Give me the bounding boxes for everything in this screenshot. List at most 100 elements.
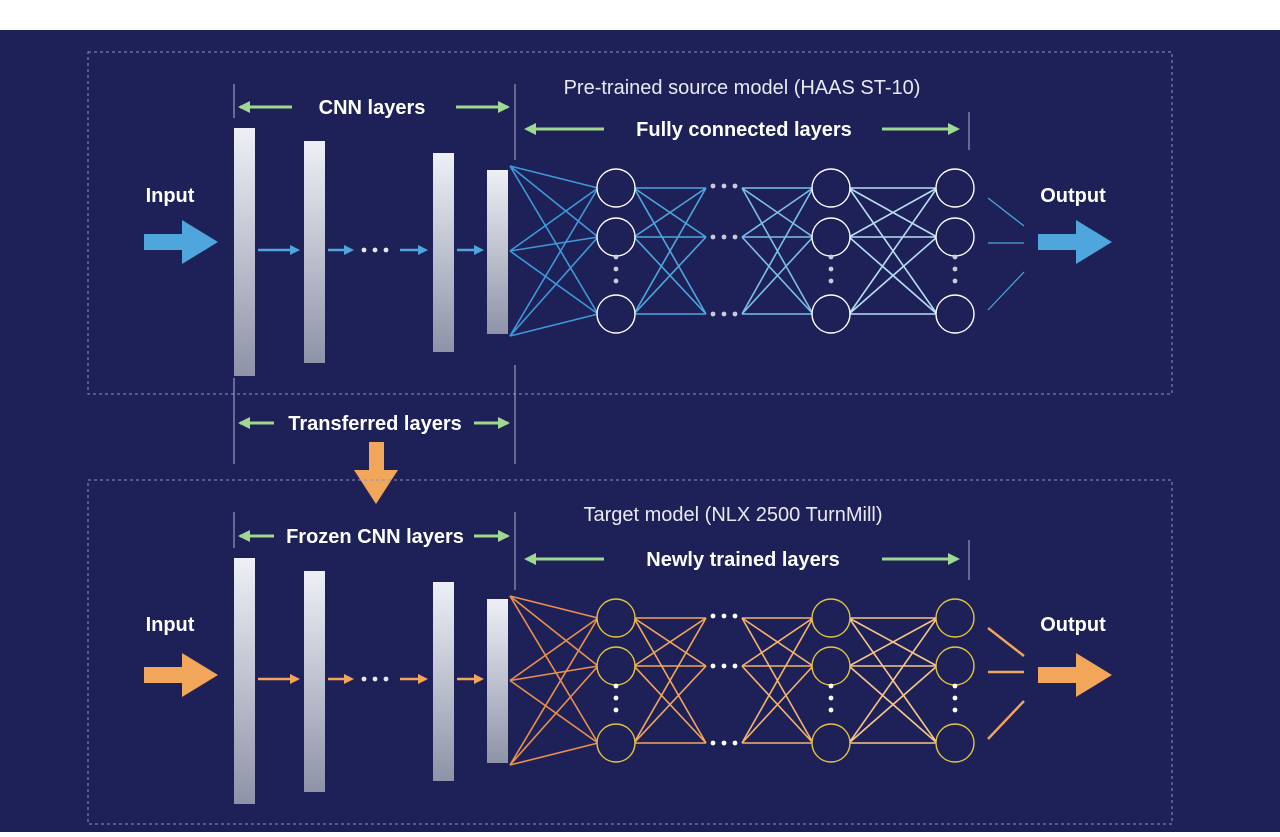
fc-connection <box>509 742 599 766</box>
fc-ellipsis-dot <box>721 613 727 619</box>
frozen-span-right-arrow <box>474 530 510 542</box>
fc-vertical-ellipsis-dot <box>952 707 958 713</box>
source-cnn-layer-2 <box>304 141 325 363</box>
fc-connection <box>741 236 814 315</box>
fc-node <box>596 217 636 257</box>
fc-connection <box>741 617 814 667</box>
fc-connection <box>509 250 599 315</box>
source-cnn-ellipsis <box>361 247 389 253</box>
target-cnn-layer-2 <box>304 571 325 792</box>
source-model-panel: Pre-trained source model (HAAS ST-10) CN… <box>87 51 1173 395</box>
fc-connection <box>633 187 707 238</box>
fc-ellipsis-dot <box>710 234 716 240</box>
fc-node <box>596 598 636 638</box>
fc-connection <box>633 617 707 667</box>
fc-vertical-ellipsis-dot <box>828 695 834 701</box>
transfer-section: Transferred layers <box>233 365 516 504</box>
fc-connection <box>633 665 707 744</box>
output-line <box>987 627 1025 657</box>
target-cnn-flow-arrows <box>258 674 484 684</box>
target-output-lines <box>987 627 1025 740</box>
output-line <box>987 271 1025 311</box>
fc-node <box>935 217 975 257</box>
fc-vertical-ellipsis-dot <box>828 266 834 272</box>
fc-vertical-ellipsis-dot <box>828 683 834 689</box>
fc-node <box>935 168 975 208</box>
diagram-background <box>0 30 1280 832</box>
target-model-panel: Target model (NLX 2500 TurnMill) Frozen … <box>87 479 1173 825</box>
fc-connection <box>741 665 814 744</box>
fc-connection <box>509 665 599 766</box>
fc-node <box>811 598 851 638</box>
transferred-layers-label: Transferred layers <box>288 413 461 435</box>
cnn-span-right-arrow <box>456 101 510 113</box>
target-output-label: Output <box>1040 614 1106 636</box>
newly-trained-layers-label: Newly trained layers <box>646 549 839 571</box>
fc-connection <box>741 617 814 744</box>
transfer-span-left-arrow <box>238 417 274 429</box>
fc-node <box>596 723 636 763</box>
fc-connection <box>633 236 707 315</box>
fc-ellipsis-dot <box>732 663 738 669</box>
top-margin <box>0 0 1280 30</box>
fc-ellipsis-dot <box>710 183 716 189</box>
fc-connection <box>848 617 938 744</box>
fc-connection <box>509 313 599 337</box>
fc-connection <box>509 187 599 337</box>
fc-connection <box>741 187 814 315</box>
target-cnn-layer-3 <box>433 582 454 781</box>
fc-connection <box>509 165 599 238</box>
fc-vertical-ellipsis-dot <box>828 278 834 284</box>
new-span-left-arrow <box>524 553 604 565</box>
fc-ellipsis-dot <box>721 311 727 317</box>
target-input-label: Input <box>146 614 195 636</box>
target-model-title: Target model (NLX 2500 TurnMill) <box>583 504 882 526</box>
frozen-cnn-layers-label: Frozen CNN layers <box>286 526 464 548</box>
fc-node <box>811 168 851 208</box>
fc-ellipsis-dot <box>732 613 738 619</box>
source-output-label: Output <box>1040 185 1106 207</box>
fc-ellipsis-dot <box>732 740 738 746</box>
source-input-label: Input <box>146 185 195 207</box>
fc-ellipsis-dot <box>710 311 716 317</box>
fc-connection <box>509 595 599 619</box>
fc-connection <box>509 236 599 337</box>
source-cnn-layer-4 <box>487 170 508 334</box>
fully-connected-layers-label: Fully connected layers <box>636 119 852 141</box>
fc-node <box>596 294 636 334</box>
fc-node <box>811 217 851 257</box>
source-fc-connections <box>509 165 938 337</box>
fc-vertical-ellipsis-dot <box>952 254 958 260</box>
fc-ellipsis-dot <box>721 183 727 189</box>
fc-ellipsis-dot <box>721 234 727 240</box>
fc-connection <box>741 187 814 238</box>
fc-vertical-ellipsis-dot <box>613 278 619 284</box>
target-fc-connections <box>509 595 938 766</box>
target-cnn-layer-1 <box>234 558 255 804</box>
fc-connection <box>509 595 599 667</box>
fc-span-left-arrow <box>524 123 604 135</box>
source-model-title: Pre-trained source model (HAAS ST-10) <box>564 77 921 99</box>
fc-vertical-ellipsis-dot <box>613 695 619 701</box>
fc-vertical-ellipsis-dot <box>613 254 619 260</box>
source-fc-nodes <box>596 168 975 334</box>
fc-connection <box>848 665 938 744</box>
fc-vertical-ellipsis-dot <box>952 695 958 701</box>
fc-vertical-ellipsis-dot <box>828 707 834 713</box>
fc-vertical-ellipsis-dot <box>828 254 834 260</box>
fc-connection <box>509 679 599 744</box>
fc-node <box>811 723 851 763</box>
fc-ellipsis-dot <box>710 613 716 619</box>
fc-connection <box>848 187 938 238</box>
transfer-span-right-arrow <box>474 417 510 429</box>
fc-node <box>596 168 636 208</box>
fc-connection <box>848 187 938 315</box>
down-arrow-icon <box>354 442 398 504</box>
output-line <box>987 700 1025 740</box>
source-output-lines <box>987 197 1025 311</box>
source-cnn-layer-1 <box>234 128 255 376</box>
fc-node <box>811 294 851 334</box>
target-cnn-layer-4 <box>487 599 508 763</box>
